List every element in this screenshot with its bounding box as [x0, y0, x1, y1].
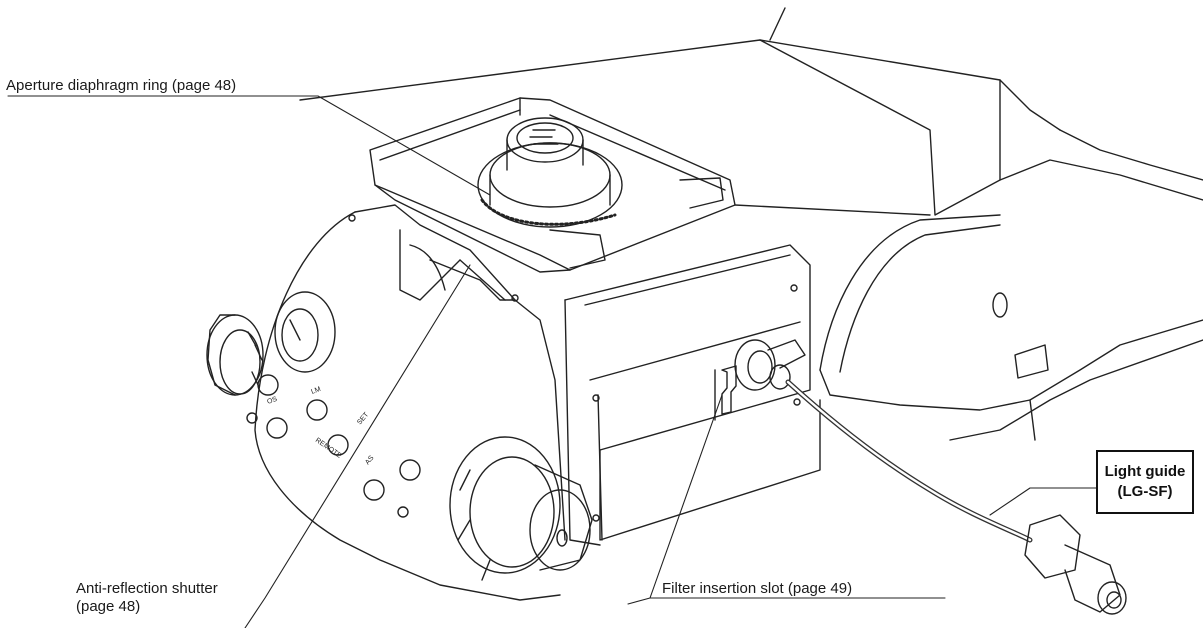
- leader-lines: [7, 95, 1097, 628]
- filter-slot: [721, 365, 737, 415]
- right-focus-knob: [449, 436, 593, 581]
- top-stage: [369, 97, 736, 273]
- label-anti-reflection-shutter-page: (page 48): [76, 598, 141, 615]
- label-light-guide-model: (LG-SF): [1117, 483, 1173, 500]
- light-guide-port: [734, 339, 806, 391]
- light-guide-connector: [1024, 514, 1127, 615]
- left-focus-knob: [206, 314, 264, 396]
- main-body: [348, 214, 821, 546]
- marking-as: AS: [364, 454, 376, 466]
- lamp-housing: [819, 214, 1203, 441]
- label-filter-insertion-slot: Filter insertion slot (page 49): [662, 580, 853, 597]
- label-anti-reflection-shutter: Anti-reflection shutter: [76, 580, 218, 597]
- light-guide-cable-inner: [786, 380, 1032, 542]
- label-light-guide-box: Light guide (LG-SF): [1096, 450, 1194, 514]
- label-aperture-diaphragm-ring: Aperture diaphragm ring (page 48): [6, 77, 237, 94]
- marking-lm: LM: [310, 386, 322, 396]
- marking-os: OS: [266, 396, 278, 406]
- front-panel: [254, 204, 566, 601]
- marking-remote: REMOTE: [314, 437, 343, 460]
- label-light-guide: Light guide: [1104, 463, 1186, 480]
- aperture-diaphragm: [477, 117, 623, 228]
- marking-set: SET: [356, 411, 371, 426]
- microscope-arm: [299, 7, 1203, 216]
